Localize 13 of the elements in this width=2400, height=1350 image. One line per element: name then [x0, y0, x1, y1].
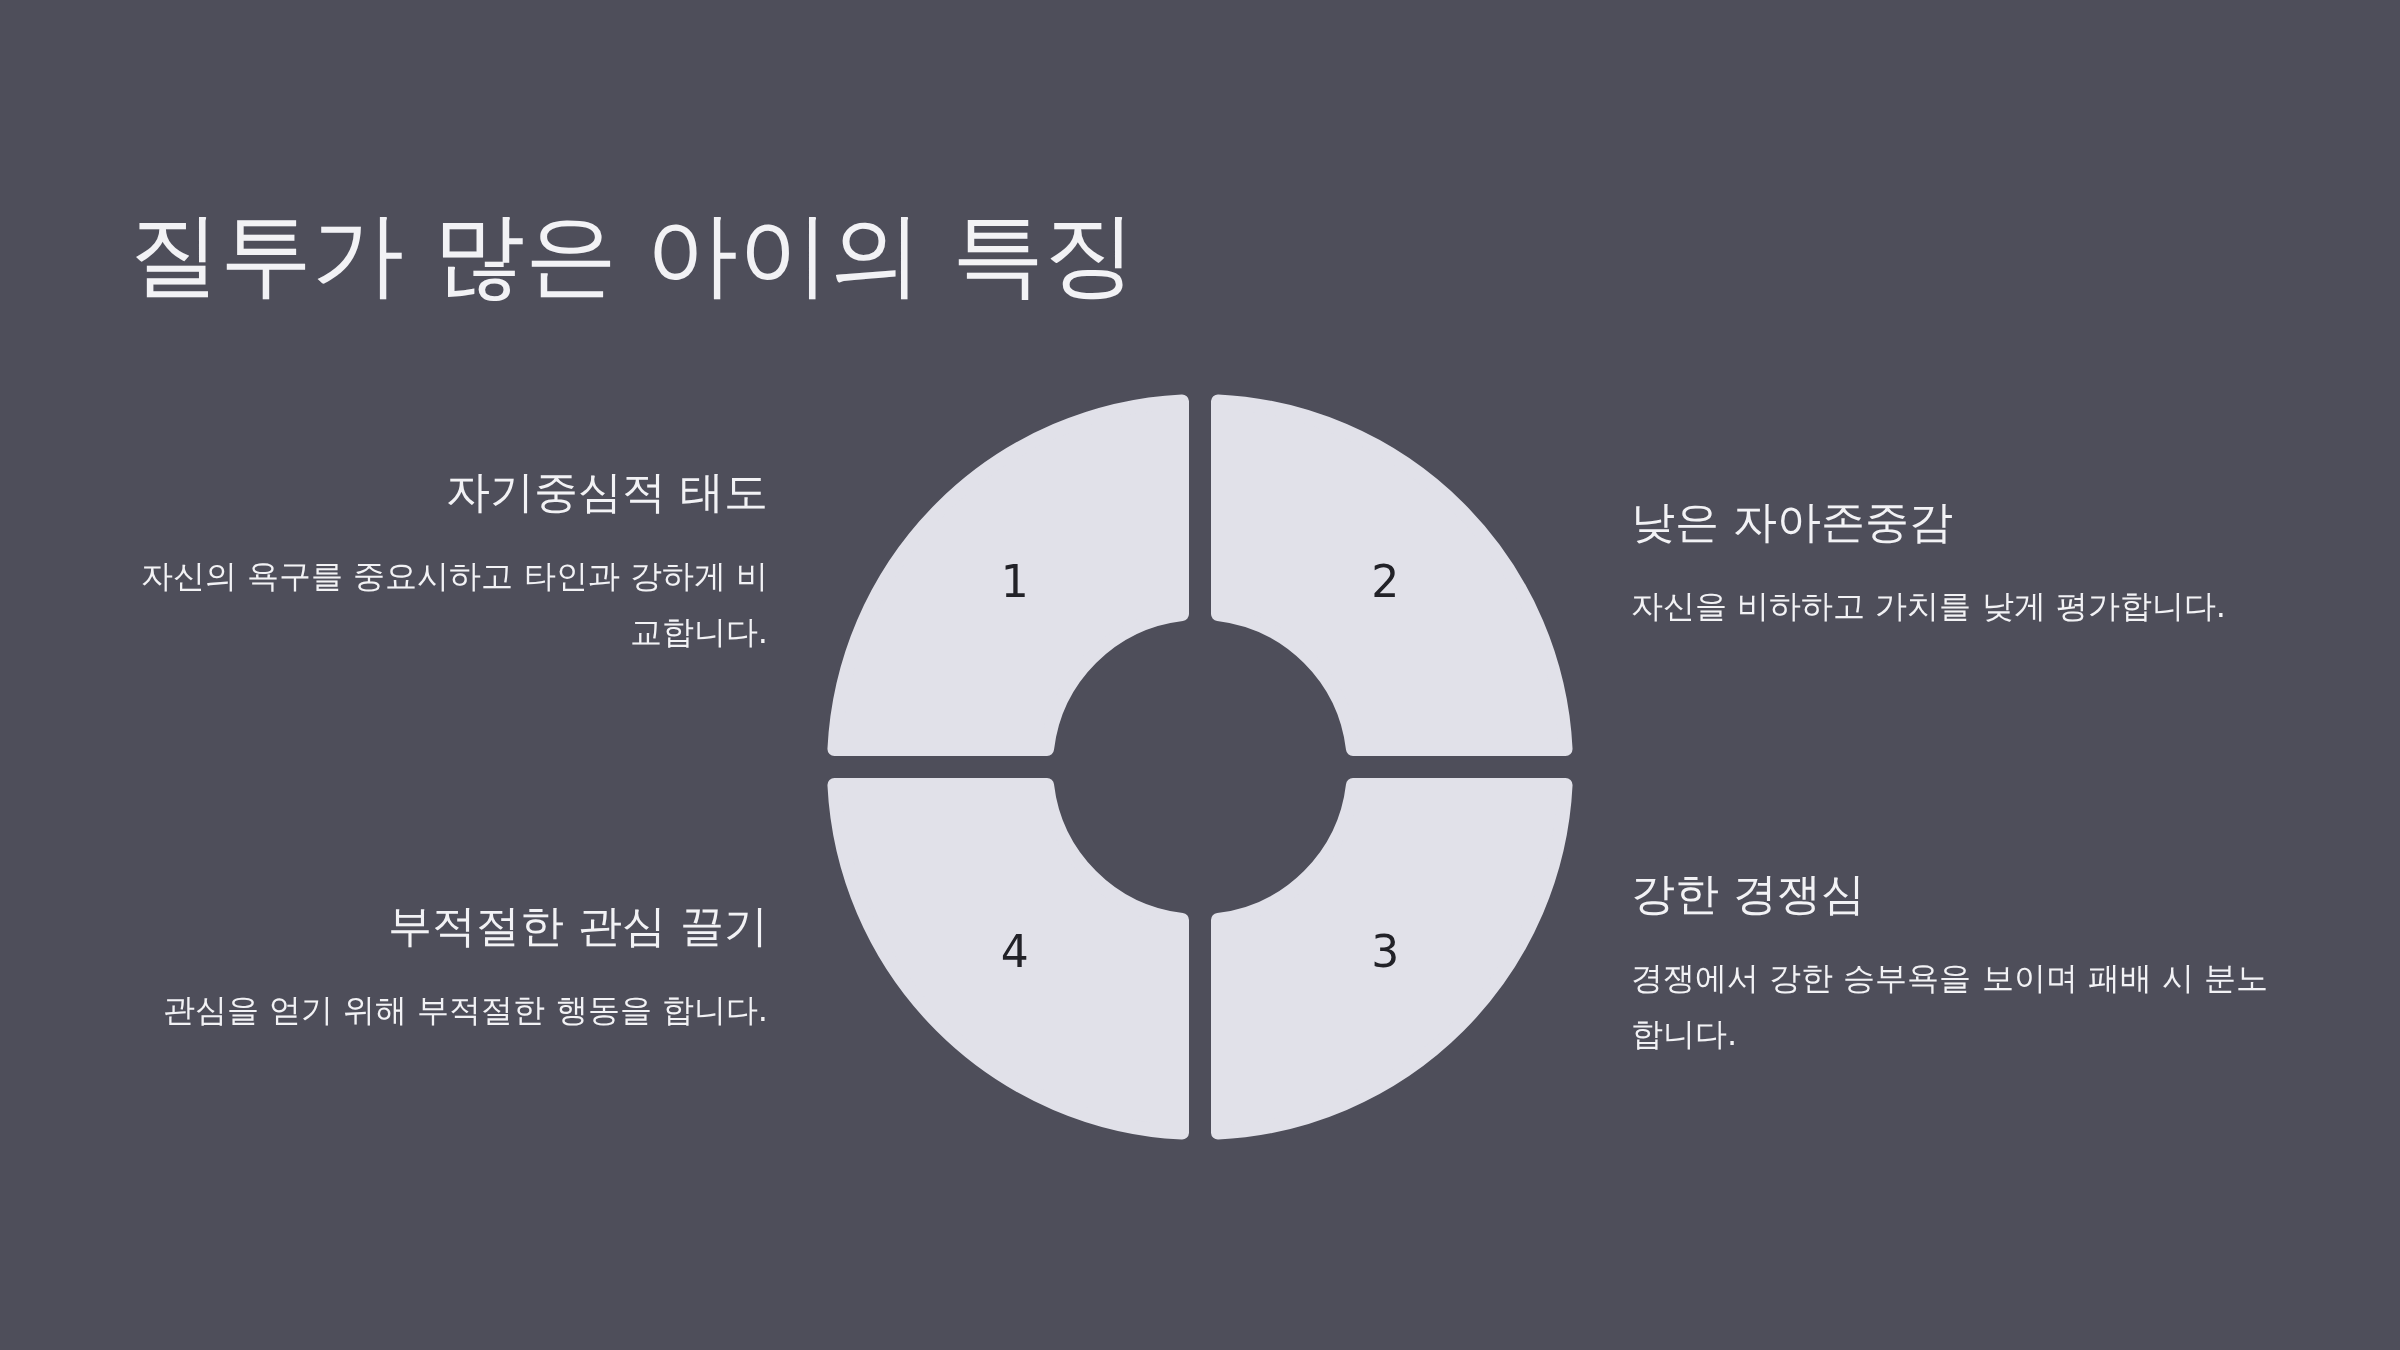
item-description: 자신의 욕구를 중요시하고 타인과 강하게 비교합니다.	[140, 556, 768, 653]
segment-number: 2	[1371, 556, 1400, 607]
segment-number: 1	[1000, 556, 1029, 607]
item-heading: 자기중심적 태도	[445, 465, 768, 519]
item-heading: 부적절한 관심 끌기	[387, 899, 768, 953]
item-description: 관심을 얻기 위해 부적절한 행동을 합니다.	[161, 990, 768, 1031]
item-description: 자신을 비하하고 가치를 낮게 평가합니다.	[1631, 586, 2227, 627]
item-heading: 낮은 자아존중감	[1631, 495, 1954, 549]
item-heading: 강한 경쟁심	[1631, 867, 1866, 921]
title: 질투가 많은 아이의 특징	[128, 200, 1136, 310]
item-description: 경쟁에서 강한 승부욕을 보이며 패배 시 분노합니다.	[1631, 958, 2270, 1055]
segment-number: 3	[1371, 927, 1400, 978]
segment-number: 4	[1000, 927, 1029, 978]
